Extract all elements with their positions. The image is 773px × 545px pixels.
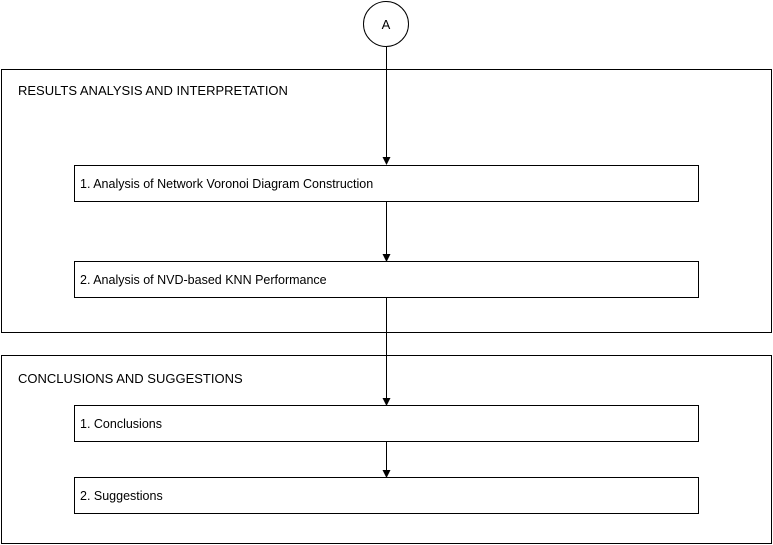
step-nvd-construction: 1. Analysis of Network Voronoi Diagram C… xyxy=(74,165,699,202)
section-title-results: RESULTS ANALYSIS AND INTERPRETATION xyxy=(18,83,288,98)
offpage-connector-a: A xyxy=(363,1,409,47)
section-title-conclusions: CONCLUSIONS AND SUGGESTIONS xyxy=(18,371,243,386)
step-conclusions: 1. Conclusions xyxy=(74,405,699,442)
step-suggestions: 2. Suggestions xyxy=(74,477,699,514)
step-knn-performance: 2. Analysis of NVD-based KNN Performance xyxy=(74,261,699,298)
